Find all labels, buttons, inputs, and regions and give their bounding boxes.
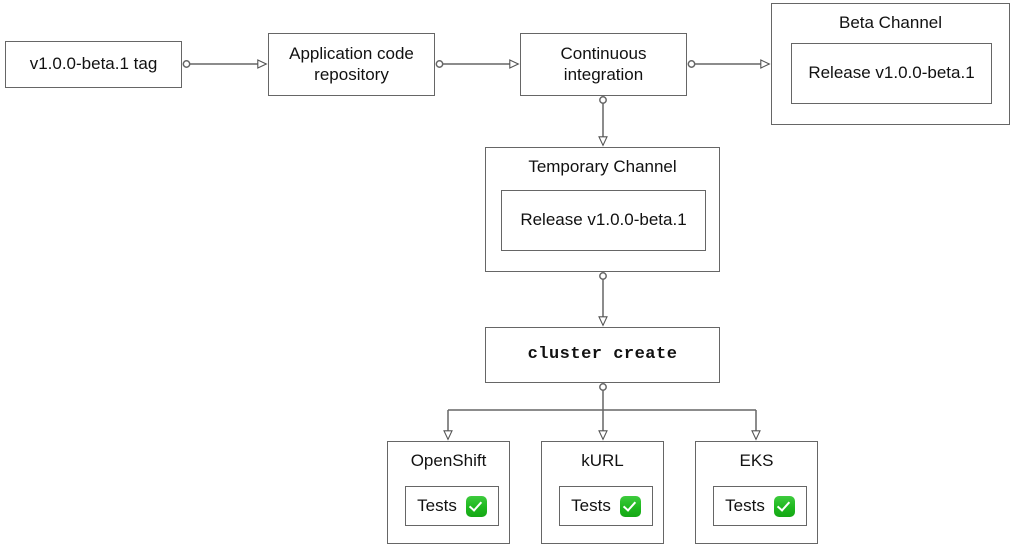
edge-source-dot (182, 60, 191, 68)
node-target-openshift-tests[interactable]: Tests (405, 486, 499, 526)
edge-source-dot (435, 60, 444, 68)
edge-source-dot (687, 60, 696, 68)
node-target-kurl-tests[interactable]: Tests (559, 486, 653, 526)
green-check-icon (773, 495, 795, 517)
node-application-code-repository-label: Application code repository (289, 43, 414, 84)
node-beta-channel[interactable]: Beta Channel Release v1.0.0-beta.1 (771, 3, 1010, 125)
edge-source-dot (599, 96, 607, 104)
node-continuous-integration-label: Continuous integration (560, 43, 647, 84)
node-beta-channel-title: Beta Channel (838, 13, 943, 32)
node-target-eks-tests[interactable]: Tests (713, 486, 807, 526)
node-temporary-channel-release-label: Release v1.0.0-beta.1 (520, 210, 687, 230)
node-target-eks-title: EKS (739, 451, 774, 470)
node-version-tag[interactable]: v1.0.0-beta.1 tag (5, 41, 182, 88)
node-target-kurl-tests-label: Tests (571, 495, 611, 515)
node-target-kurl-title: kURL (581, 451, 624, 470)
node-target-eks-tests-label: Tests (725, 495, 765, 515)
node-beta-channel-release-label: Release v1.0.0-beta.1 (808, 63, 975, 83)
node-target-openshift-title: OpenShift (410, 451, 487, 470)
node-application-code-repository[interactable]: Application code repository (268, 33, 435, 96)
node-target-eks[interactable]: EKS Tests (695, 441, 818, 544)
green-check-icon (619, 495, 641, 517)
node-target-openshift-tests-label: Tests (417, 495, 457, 515)
node-cluster-create-label: cluster create (527, 344, 678, 364)
node-target-openshift[interactable]: OpenShift Tests (387, 441, 510, 544)
node-cluster-create[interactable]: cluster create (485, 327, 720, 383)
node-target-kurl[interactable]: kURL Tests (541, 441, 664, 544)
node-version-tag-label: v1.0.0-beta.1 tag (29, 54, 158, 74)
node-temporary-channel-release[interactable]: Release v1.0.0-beta.1 (501, 190, 706, 251)
edge-source-dot (599, 383, 607, 391)
node-beta-channel-release[interactable]: Release v1.0.0-beta.1 (791, 43, 992, 104)
node-temporary-channel[interactable]: Temporary Channel Release v1.0.0-beta.1 (485, 147, 720, 272)
node-temporary-channel-title: Temporary Channel (528, 157, 677, 176)
green-check-icon (465, 495, 487, 517)
node-continuous-integration[interactable]: Continuous integration (520, 33, 687, 96)
edge-source-dot (599, 272, 607, 280)
